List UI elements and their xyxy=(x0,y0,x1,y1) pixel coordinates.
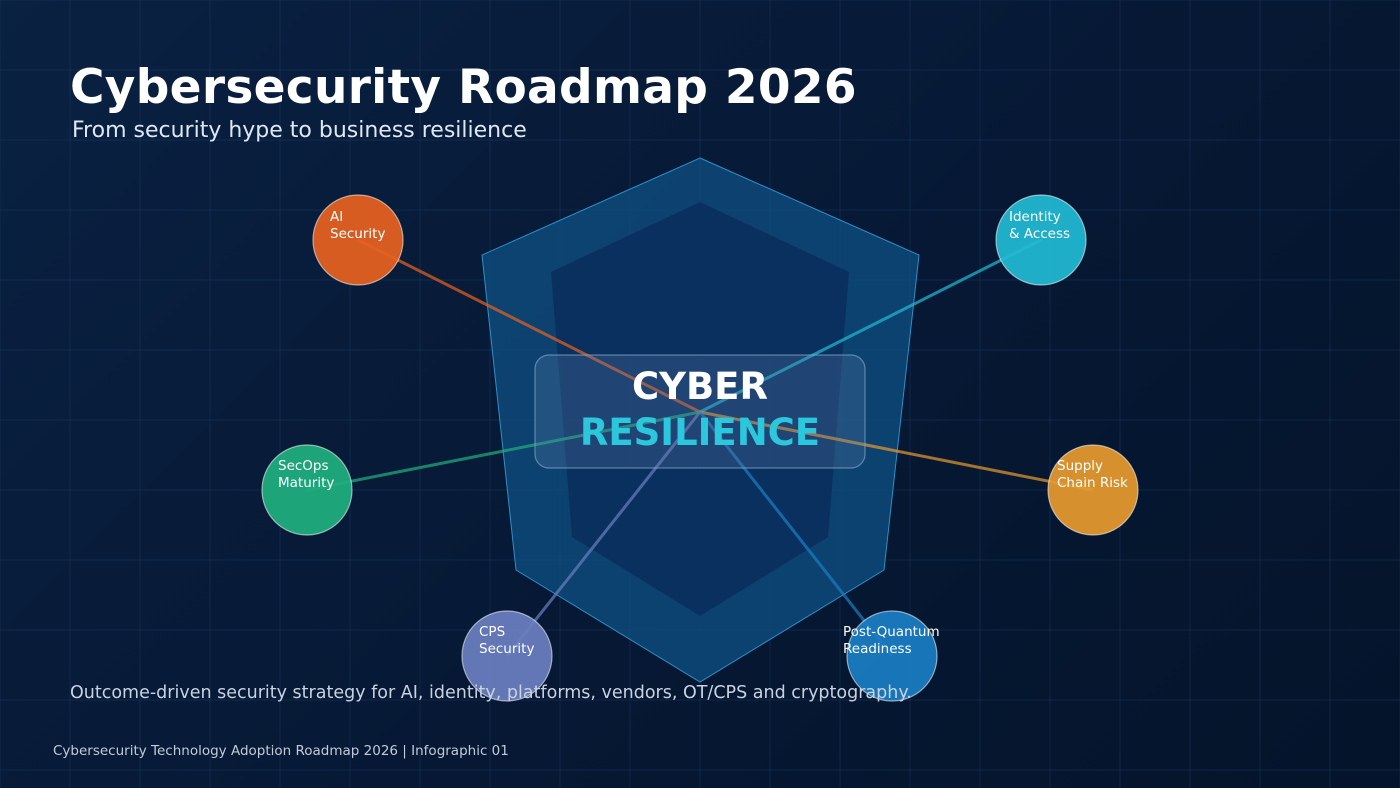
node-label: Supply xyxy=(1057,458,1103,474)
node-label: Identity xyxy=(1009,209,1061,225)
footer: Cybersecurity Technology Adoption Roadma… xyxy=(53,743,509,759)
connector-identity-access xyxy=(699,238,1042,414)
node-circle xyxy=(312,194,404,286)
node-label: Security xyxy=(330,226,385,242)
connector-ai-security xyxy=(357,238,701,414)
shield-inner xyxy=(551,202,849,616)
node-label: SecOps xyxy=(278,458,329,474)
center-label-box: CYBER RESILIENCE xyxy=(534,354,866,469)
center-line-resilience: RESILIENCE xyxy=(580,411,820,454)
connector-secops-maturity xyxy=(306,410,701,492)
node-label: Chain Risk xyxy=(1057,475,1128,491)
connector-supply-chain-risk xyxy=(699,410,1094,492)
connector-post-quantum-readiness xyxy=(698,411,894,657)
node-circle xyxy=(461,610,553,702)
node-circle xyxy=(995,194,1087,286)
center-line-cyber: CYBER xyxy=(632,365,768,408)
node-circle xyxy=(261,444,353,536)
center-panel xyxy=(534,354,866,469)
node-label: AI xyxy=(330,209,343,225)
connector-cps-security xyxy=(505,411,702,657)
node-label: & Access xyxy=(1009,226,1070,242)
node-label: CPS xyxy=(479,624,505,640)
tagline: Outcome-driven security strategy for AI,… xyxy=(70,683,912,703)
node-circle xyxy=(846,610,938,702)
node-identity-access[interactable]: Identity& Access xyxy=(995,194,1087,286)
node-label: Post-Quantum xyxy=(843,624,940,640)
node-label: Maturity xyxy=(278,475,334,491)
node-label: Readiness xyxy=(843,641,912,657)
node-circle xyxy=(1047,444,1139,536)
node-label: Security xyxy=(479,641,534,657)
connector-lines xyxy=(306,238,1094,657)
page-title: Cybersecurity Roadmap 2026 xyxy=(70,60,857,115)
page-subtitle: From security hype to business resilienc… xyxy=(72,118,527,143)
